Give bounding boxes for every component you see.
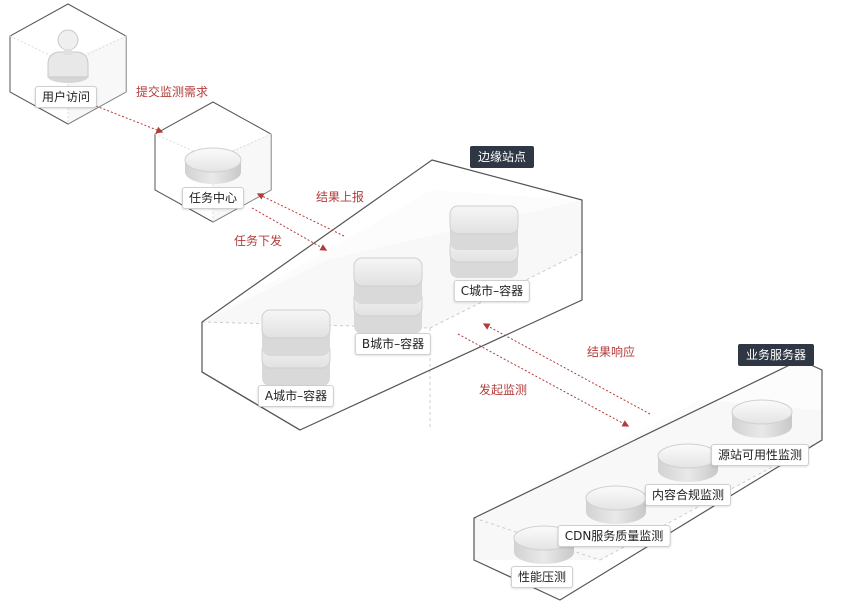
user-label: 用户访问	[34, 86, 98, 108]
task-dispatch-label: 任务下发	[233, 234, 283, 248]
service-disc-cdn-icon	[585, 485, 647, 524]
service-perf-label: 性能压测	[510, 566, 574, 588]
service-compliance-label: 内容合规监测	[644, 484, 732, 506]
submit-request-label: 提交监测需求	[135, 85, 209, 99]
service-origin-label: 源站可用性监测	[710, 444, 810, 466]
edge-site-tag: 边缘站点	[469, 146, 535, 168]
service-disc-origin-icon	[731, 399, 793, 438]
submit-request-arrow	[95, 105, 164, 134]
start-monitor-label: 发起监测	[478, 383, 528, 397]
container-a-icon	[261, 309, 331, 386]
container-b-icon	[353, 257, 423, 334]
task-center-label: 任务中心	[181, 187, 245, 209]
start-monitor-arrow	[457, 333, 630, 427]
container-a-label: A城市–容器	[257, 385, 335, 407]
result-report-label: 结果上报	[315, 190, 365, 204]
user-person-icon	[47, 29, 89, 83]
container-c-icon	[449, 205, 519, 278]
service-disc-compliance-icon	[657, 443, 719, 482]
business-server-tag: 业务服务器	[737, 344, 815, 366]
container-b-label: B城市–容器	[354, 333, 432, 355]
service-cdn-label: CDN服务质量监测	[557, 525, 671, 547]
result-response-label: 结果响应	[586, 345, 636, 359]
container-c-label: C城市–容器	[453, 280, 531, 302]
task-center-disc-icon	[184, 147, 242, 184]
result-response-arrow	[482, 323, 651, 415]
